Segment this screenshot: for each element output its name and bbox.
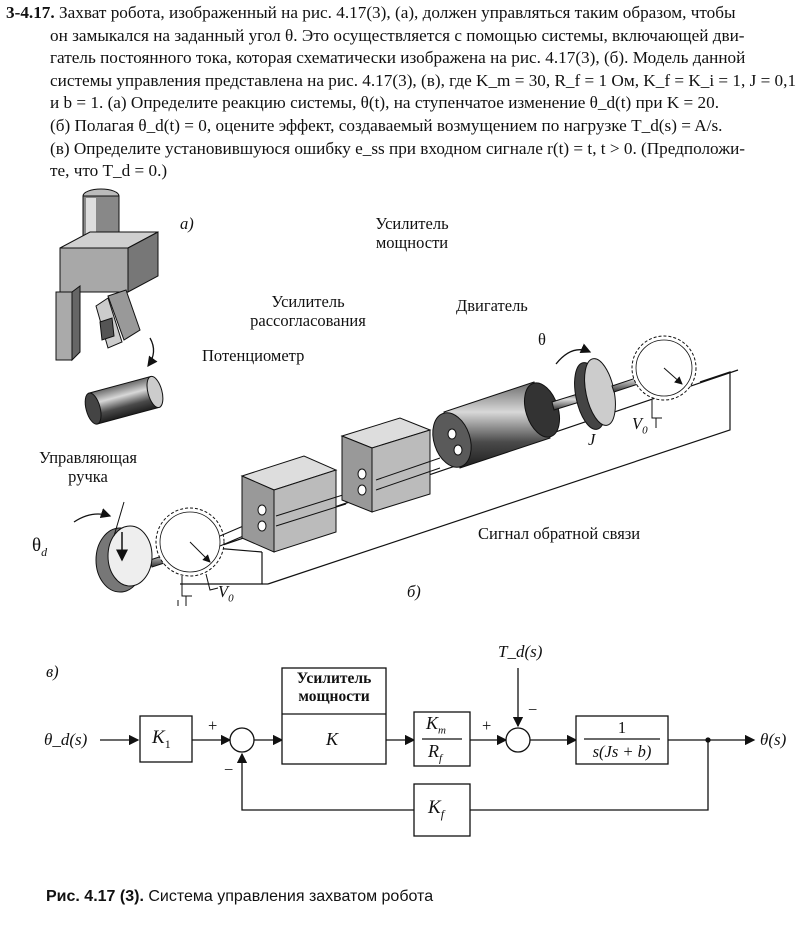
figure-b-label: б) [407, 582, 421, 601]
output-theta-label: θ(s) [760, 730, 787, 749]
problem-line-7: (в) Определите установившуюся ошибку e_s… [50, 138, 746, 158]
power-amplifier-K-block [281, 667, 387, 765]
feedback-signal-label: Сигнал обратной связи [478, 524, 641, 543]
problem-line-6: (б) Полагая θ_d(t) = 0, оцените эффект, … [50, 115, 723, 135]
problem-line-1: 3-4.17. Захват робота, изображенный на р… [6, 3, 736, 22]
figure-a-label: а) [180, 214, 194, 233]
disturbance-Td-label: T_d(s) [498, 642, 543, 661]
plus-sign-1: + [208, 716, 218, 735]
problem-line-3: гатель постоянного тока, которая схемати… [50, 48, 746, 68]
K-gain-label: K [326, 729, 339, 749]
problem-text: 3-4.17. Захват робота, изображенный на р… [6, 2, 797, 183]
problem-line-4: системы управления представлена на рис. … [50, 70, 797, 90]
K1-block [139, 715, 193, 763]
Rf-label: Rf [428, 741, 443, 765]
Kf-label: Kf [428, 797, 445, 821]
K1-label: K1 [152, 727, 171, 751]
error-amplifier-block [240, 455, 338, 553]
Km-label: Km [426, 713, 446, 737]
plant-denominator: s(Js + b) [592, 742, 652, 761]
input-theta-d-label: θ_d(s) [44, 730, 88, 749]
plus-sign-2: + [482, 716, 492, 735]
problem-number: 3-4.17. [6, 3, 55, 22]
output-potentiometer [631, 335, 697, 428]
power-amplifier-block [340, 417, 432, 513]
minus-sign-2: − [528, 700, 538, 719]
input-potentiometer [155, 507, 225, 606]
problem-line-2: он замыкался на заданный угол θ. Это осу… [50, 25, 745, 45]
figure-v-label: в) [46, 662, 59, 681]
motor-label: Двигатель [456, 296, 528, 315]
plant-numerator: 1 [617, 718, 627, 737]
problem-line-5: и b = 1. (а) Определите реакцию системы,… [50, 93, 720, 113]
plant-block [575, 715, 669, 765]
J-label: J [588, 430, 596, 449]
theta-label: θ [538, 330, 546, 349]
minus-sign-1: − [224, 760, 234, 779]
V0-output-label: V0 [632, 414, 648, 437]
robot-gripper-illustration [55, 188, 164, 425]
problem-line-8: те, что T_d = 0.) [50, 161, 168, 181]
theta-d-label: θd [32, 535, 48, 559]
motor-body [432, 381, 561, 469]
figure-caption: Рис. 4.17 (3). Система управления захват… [46, 888, 434, 905]
V0-input-label: V0 [218, 582, 234, 605]
potentiometer-label: Потенциометр [202, 346, 305, 365]
